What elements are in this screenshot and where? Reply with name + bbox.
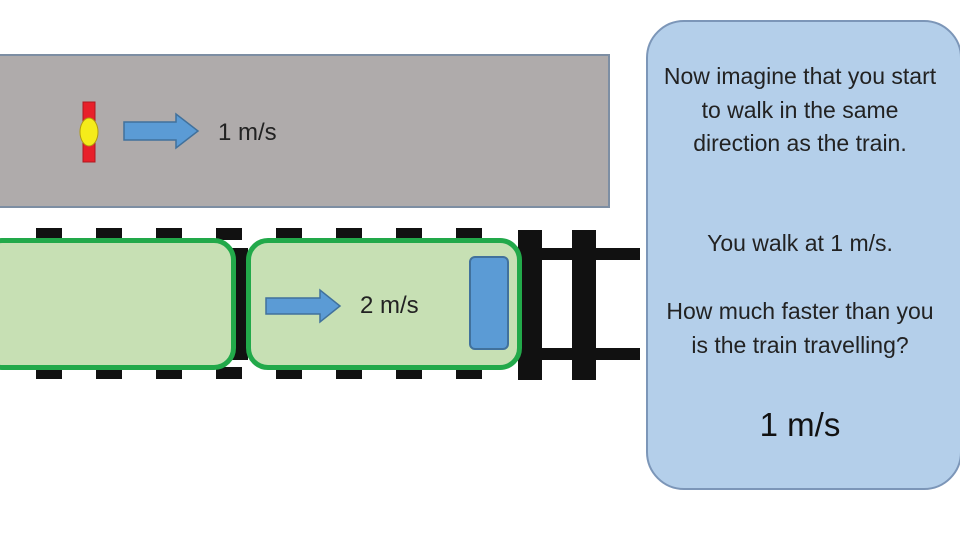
train-door xyxy=(469,256,509,350)
panel-question-text: How much faster than you is the train tr… xyxy=(666,298,934,358)
question-panel xyxy=(646,20,960,490)
platform xyxy=(0,54,610,208)
train-speed-label: 2 m/s xyxy=(360,292,419,319)
walker-direction-arrow-icon xyxy=(123,112,200,150)
railway-track xyxy=(36,228,640,380)
train-car-rear xyxy=(0,238,236,370)
panel-walk-statement: You walk at 1 m/s. xyxy=(707,230,893,256)
person-icon xyxy=(79,101,99,163)
walker-speed-label: 1 m/s xyxy=(218,119,277,146)
train-direction-arrow-icon xyxy=(265,288,342,324)
panel-prompt-text: Now imagine that you start to walk in th… xyxy=(663,63,937,156)
panel-answer: 1 m/s xyxy=(759,406,841,443)
